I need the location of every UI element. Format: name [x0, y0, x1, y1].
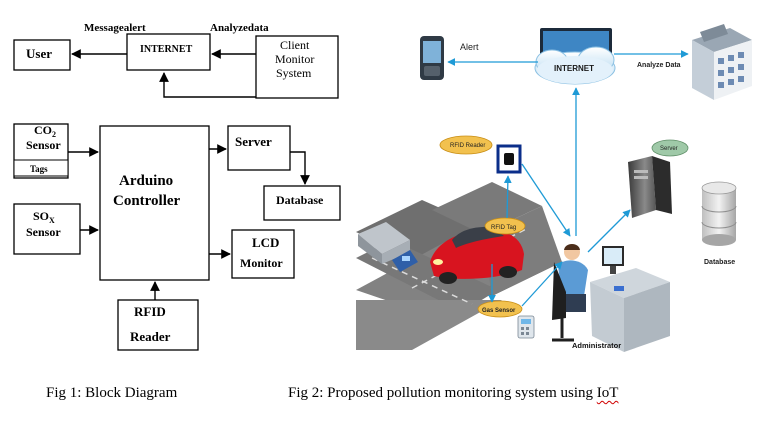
figure-2-caption: Fig 2: Proposed pollution monitoring sys… — [288, 385, 618, 402]
rfid-tag-label: RFID Tag — [491, 225, 516, 231]
user-box — [13, 39, 71, 71]
rfid-label-line2: Reader — [130, 329, 171, 344]
internet-label: INTERNET — [140, 44, 193, 55]
gas-sensor-device-icon — [517, 315, 535, 339]
server-label: Server — [660, 146, 678, 152]
database-label: Database — [276, 193, 324, 207]
server-to-database-line — [290, 151, 310, 185]
database-box — [263, 185, 341, 221]
figure-2-caption-iot: IoT — [596, 385, 619, 401]
car-icon — [430, 226, 524, 284]
rfid-label-line1: RFID — [134, 304, 166, 319]
gas-sensor-to-admin-arrow — [521, 261, 563, 307]
figure-2-caption-main: Fig 2: Proposed pollution monitoring sys… — [288, 385, 597, 401]
sox-sensor-box — [13, 203, 81, 255]
gas-sensor-label: Gas Sensor — [482, 308, 516, 314]
client-label-line2: Monitor — [275, 52, 314, 66]
message-alert-label: Messagealert — [84, 22, 146, 34]
co2-label: CO2 — [34, 123, 56, 139]
database-label: Database — [704, 259, 735, 266]
sox-sensor-label: Sensor — [26, 225, 61, 239]
reader-to-admin-arrow — [521, 163, 571, 237]
rfid-reader-label: RFID Reader — [450, 143, 485, 149]
block-diagram: Messagealert Analyzedata User INTERNET C… — [13, 22, 341, 351]
lcd-label-line2: Monitor — [240, 256, 283, 270]
arduino-label-line1: Arduino — [119, 173, 173, 189]
user-label: User — [26, 46, 52, 61]
arduino-controller-box — [99, 125, 210, 281]
database-cylinder-icon — [701, 181, 737, 246]
cloud-icon — [534, 46, 616, 85]
server-label: Server — [235, 134, 272, 149]
client-monitor-box — [255, 35, 339, 99]
truck-icon — [358, 222, 418, 272]
rfid-reader-box — [117, 299, 199, 351]
analyze-data-label: Analyze Data — [637, 62, 681, 69]
lcd-label-line1: LCD — [252, 235, 279, 250]
admin-to-server-arrow — [587, 209, 631, 253]
co2-sensor-label: Sensor — [26, 138, 61, 152]
server-box — [227, 125, 291, 171]
client-label-line3: System — [276, 66, 312, 80]
tags-box — [13, 159, 69, 177]
client-label-line1: Client — [280, 38, 310, 52]
gas-sensor-callout — [477, 300, 523, 318]
server-callout — [651, 139, 689, 157]
server-tower-icon — [628, 156, 672, 218]
flow-arrows — [447, 50, 689, 307]
internet-cloud-label: INTERNET — [554, 64, 594, 73]
figure-1-caption: Fig 1: Block Diagram — [46, 385, 178, 401]
administrator-label: Administrator — [572, 341, 621, 350]
rfid-reader-callout — [439, 135, 493, 155]
iot-system-illustration: Alert INTERNET Analyze Data — [356, 24, 752, 352]
tags-label: Tags — [30, 164, 48, 174]
analyze-data-label: Analyzedata — [210, 22, 269, 34]
arduino-label-line2: Controller — [113, 193, 181, 209]
sox-label: SOX — [33, 209, 55, 225]
administrator-icon — [552, 244, 670, 352]
internet-box — [126, 33, 211, 71]
lcd-monitor-box — [231, 229, 295, 279]
rfid-tag-callout — [484, 217, 526, 235]
alert-label: Alert — [460, 42, 479, 52]
tag-to-reader-arrow — [503, 175, 512, 219]
phone-icon — [420, 36, 444, 80]
rfid-reader-device-icon — [496, 144, 522, 174]
client-feedback-line — [159, 72, 256, 98]
datacenter-building-icon — [692, 24, 752, 100]
